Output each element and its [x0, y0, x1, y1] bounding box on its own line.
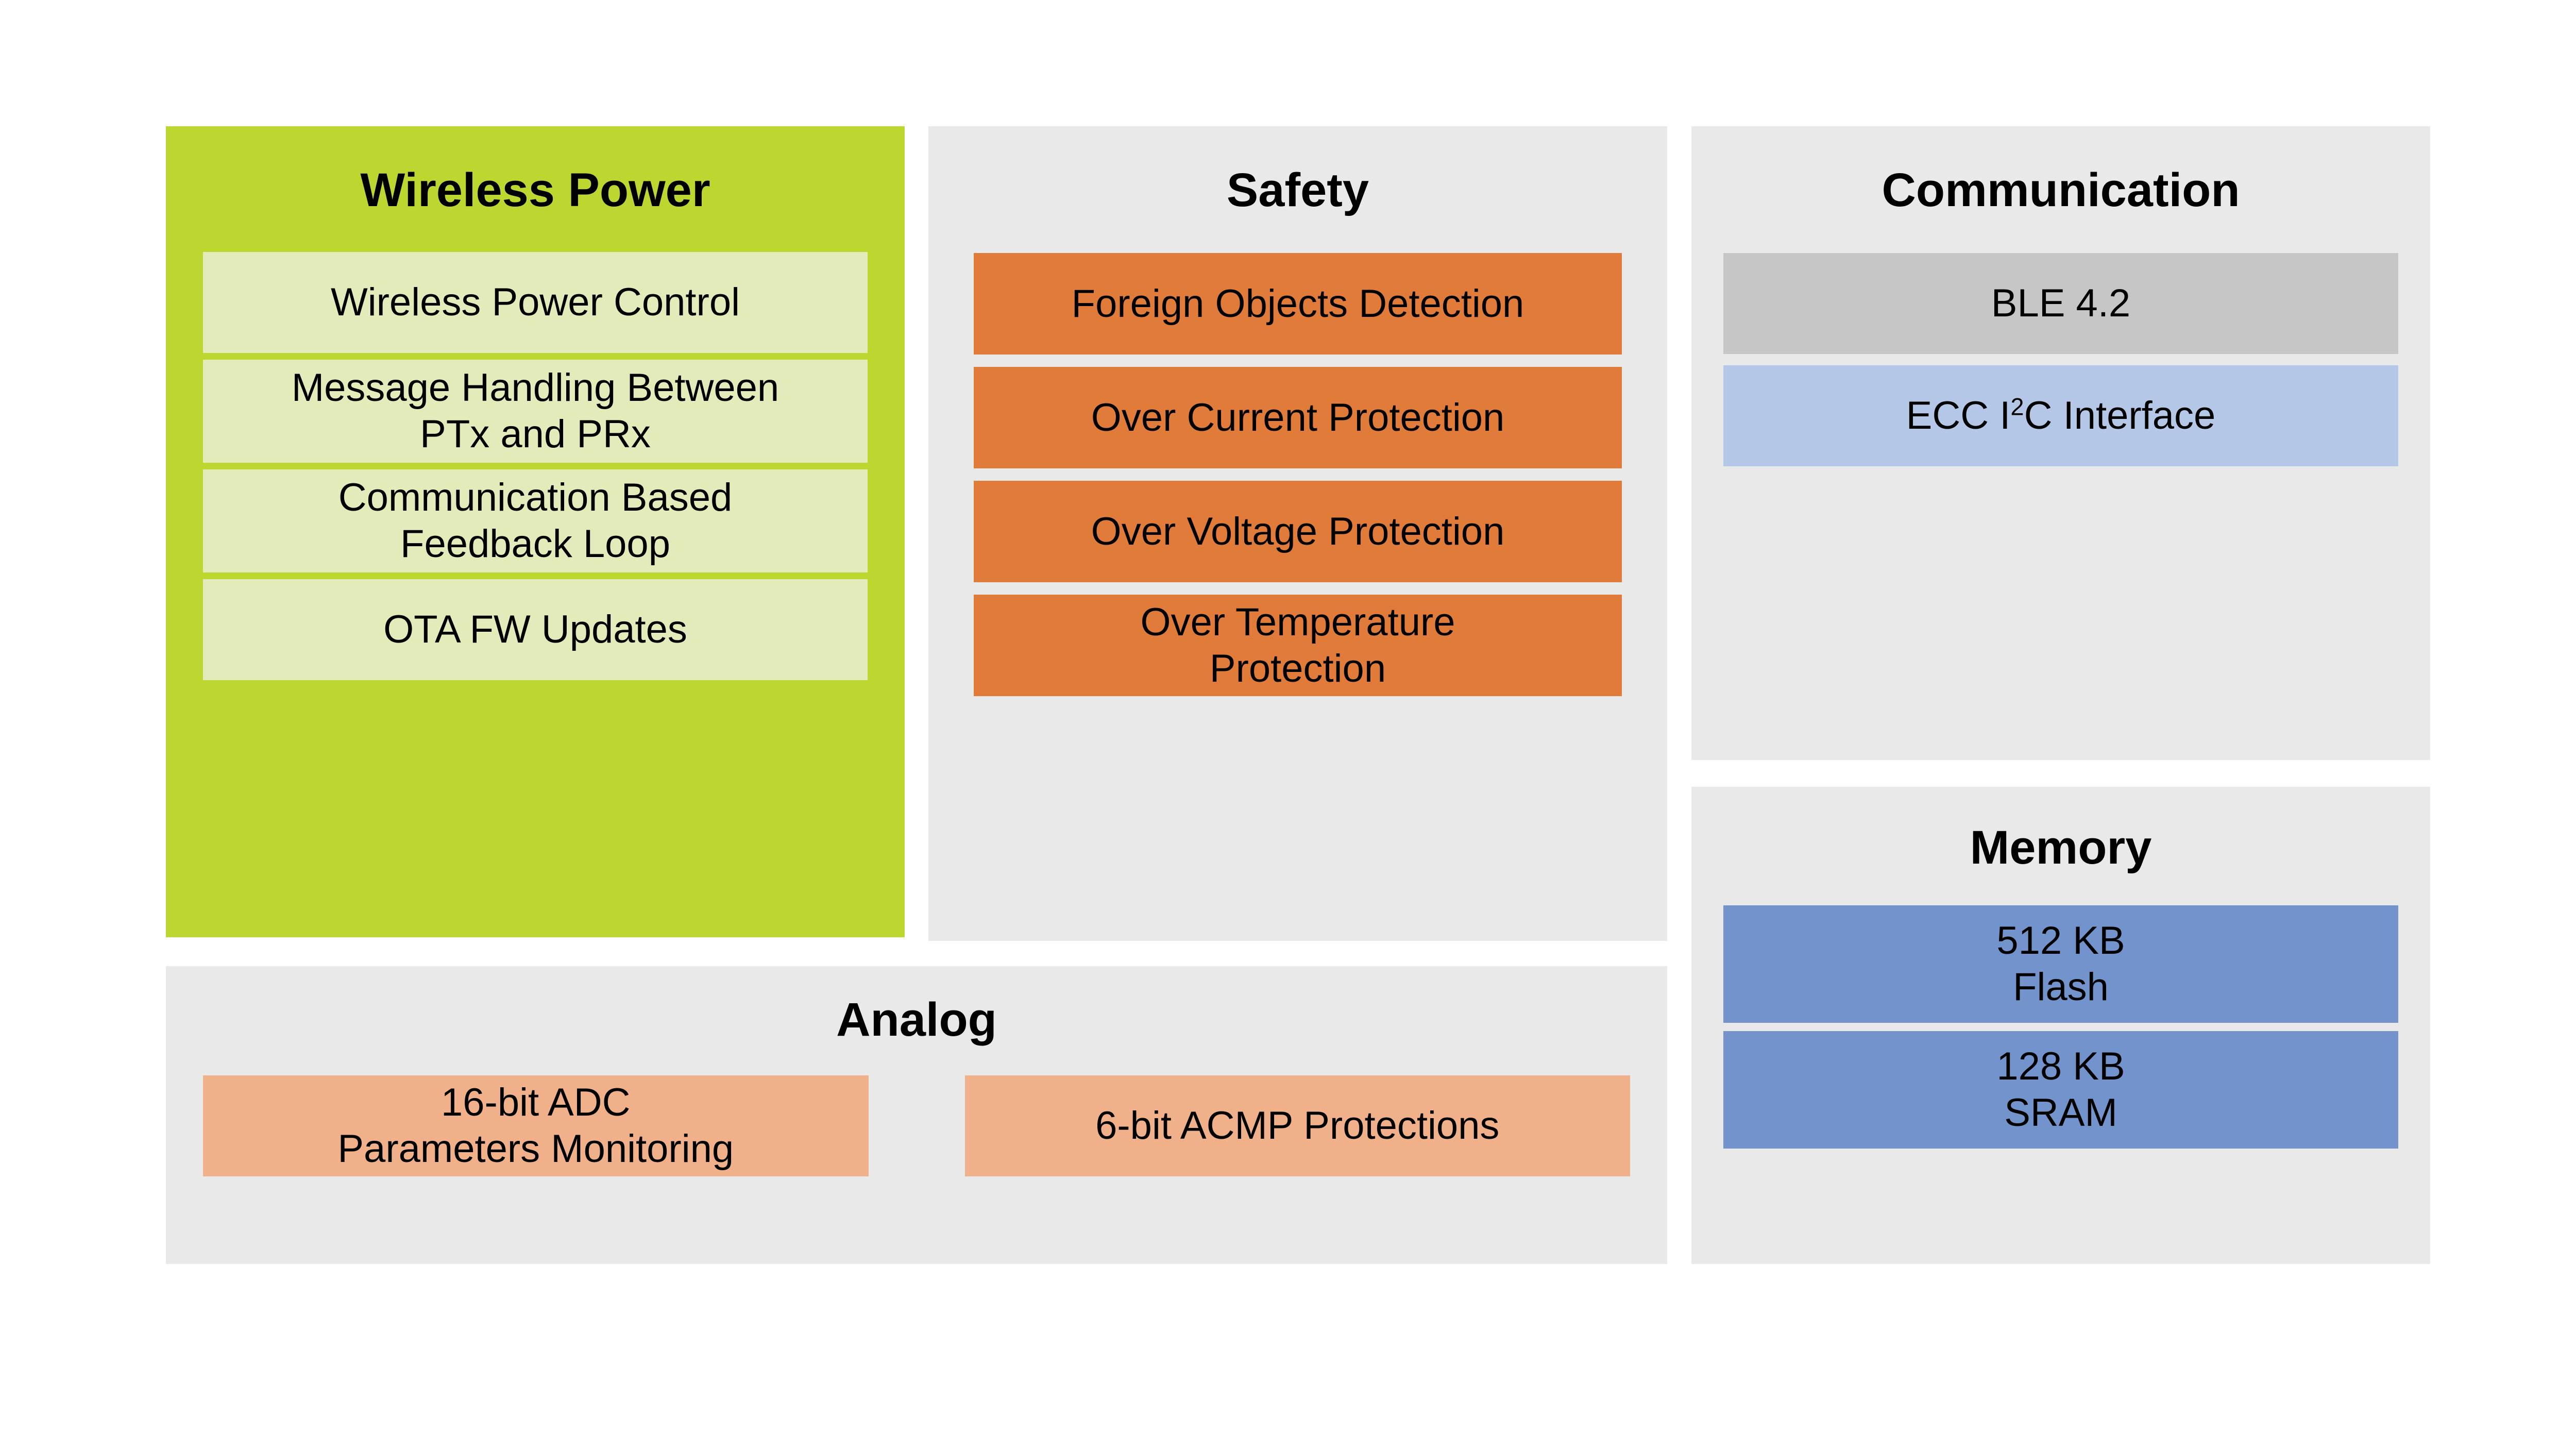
i2c-prefix: ECC I	[1906, 394, 2011, 438]
card-list-analog: 16-bit ADC Parameters Monitoring 6-bit A…	[203, 1075, 1630, 1176]
i2c-superscript: 2	[2010, 393, 2024, 420]
card-label: Over Voltage Protection	[1091, 509, 1505, 553]
card-512kb-flash[interactable]: 512 KB Flash	[1723, 905, 2398, 1023]
card-ecc-i2c-interface[interactable]: ECC I2C Interface	[1723, 365, 2398, 466]
card-label: 6-bit ACMP Protections	[1095, 1104, 1500, 1148]
card-over-voltage-protection[interactable]: Over Voltage Protection	[974, 481, 1622, 582]
i2c-suffix: C Interface	[2024, 394, 2216, 438]
card-label: BLE 4.2	[1991, 281, 2131, 326]
card-label: Message Handling Between PTx and PRx	[291, 366, 779, 456]
card-list-communication: BLE 4.2 ECC I2C Interface	[1723, 253, 2398, 466]
panel-wireless-power: Wireless Power Wireless Power Control Me…	[166, 126, 905, 937]
panel-communication: Communication BLE 4.2 ECC I2C Interface	[1691, 126, 2430, 760]
panel-title-communication: Communication	[1882, 164, 2240, 216]
card-label: 16-bit ADC Parameters Monitoring	[337, 1081, 734, 1171]
card-list-wireless-power: Wireless Power Control Message Handling …	[203, 252, 868, 680]
card-ota-fw-updates[interactable]: OTA FW Updates	[203, 579, 868, 680]
card-feedback-loop[interactable]: Communication Based Feedback Loop	[203, 469, 868, 572]
panel-title-wireless-power: Wireless Power	[360, 164, 710, 216]
panel-safety: Safety Foreign Objects Detection Over Cu…	[928, 126, 1667, 941]
card-message-handling[interactable]: Message Handling Between PTx and PRx	[203, 360, 868, 463]
panel-title-safety: Safety	[1226, 164, 1369, 216]
card-list-safety: Foreign Objects Detection Over Current P…	[974, 253, 1622, 696]
card-label: 128 KB SRAM	[1996, 1044, 2125, 1135]
card-label: Foreign Objects Detection	[1071, 281, 1524, 326]
card-list-memory: 512 KB Flash 128 KB SRAM	[1723, 905, 2398, 1149]
panel-analog: Analog 16-bit ADC Parameters Monitoring …	[166, 966, 1667, 1264]
card-label: 512 KB Flash	[1996, 919, 2125, 1009]
card-6-bit-acmp[interactable]: 6-bit ACMP Protections	[964, 1075, 1630, 1176]
card-label: OTA FW Updates	[383, 608, 687, 652]
card-ble-4-2[interactable]: BLE 4.2	[1723, 253, 2398, 354]
panel-title-memory: Memory	[1970, 821, 2152, 874]
card-over-temperature-protection[interactable]: Over Temperature Protection	[974, 595, 1622, 696]
card-128kb-sram[interactable]: 128 KB SRAM	[1723, 1031, 2398, 1149]
card-wireless-power-control[interactable]: Wireless Power Control	[203, 252, 868, 353]
card-foreign-objects-detection[interactable]: Foreign Objects Detection	[974, 253, 1622, 355]
card-label: Over Current Protection	[1091, 395, 1505, 440]
card-over-current-protection[interactable]: Over Current Protection	[974, 367, 1622, 468]
card-label: Over Temperature Protection	[1140, 600, 1455, 690]
panel-memory: Memory 512 KB Flash 128 KB SRAM	[1691, 787, 2430, 1264]
panel-title-analog: Analog	[836, 993, 997, 1046]
card-label: Wireless Power Control	[331, 280, 740, 325]
card-16-bit-adc[interactable]: 16-bit ADC Parameters Monitoring	[203, 1075, 869, 1176]
card-label: ECC I2C Interface	[1906, 393, 2216, 439]
card-label: Communication Based Feedback Loop	[338, 476, 733, 566]
